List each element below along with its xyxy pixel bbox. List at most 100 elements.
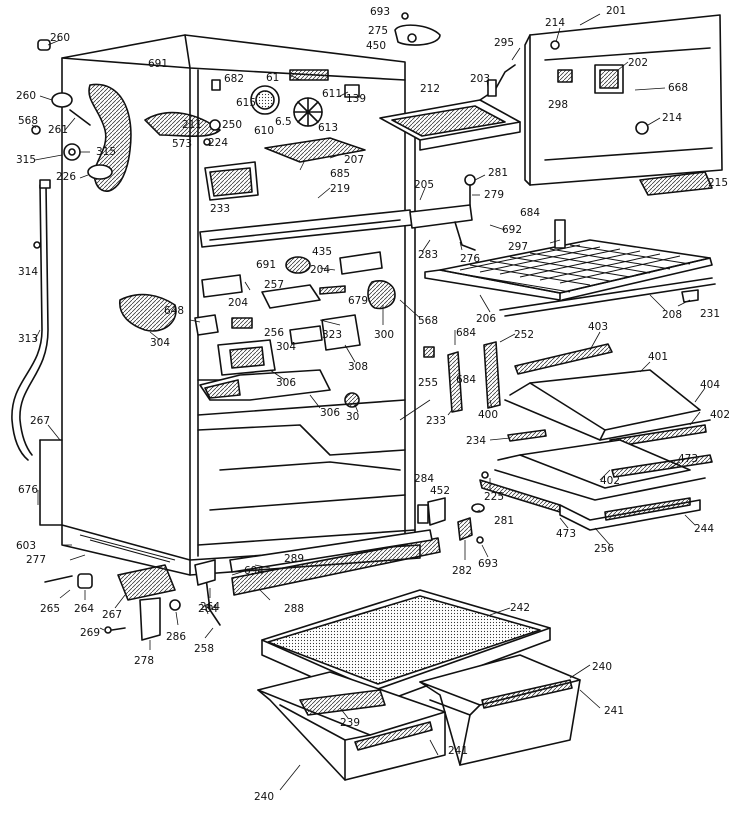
tube-assembly-left: [11, 83, 221, 461]
part-label: 211: [182, 119, 202, 131]
part-label: 676: [18, 484, 38, 496]
part-label: 685: [330, 168, 350, 180]
part-label: 201: [606, 5, 626, 17]
part-label: 139: [346, 93, 366, 105]
part-label: 260: [16, 90, 36, 102]
part-label: 568: [418, 315, 438, 327]
part-label: 284: [414, 473, 434, 485]
shelf-bracket: [409, 174, 566, 251]
part-label: 255: [418, 377, 438, 389]
part-label: 265: [40, 603, 60, 615]
small-parts-left: [31, 39, 113, 249]
part-label: 282: [452, 565, 472, 577]
part-label: 682: [224, 73, 244, 85]
glass-shelves: [479, 343, 713, 531]
part-label: 450: [366, 40, 386, 52]
part-label: 233: [426, 415, 446, 427]
cabinet: [39, 34, 421, 576]
thermostat-housing: [379, 64, 521, 151]
part-label: 568: [18, 115, 38, 127]
part-label: 323: [322, 329, 342, 341]
part-label: 242: [510, 602, 530, 614]
part-label: 214: [545, 17, 565, 29]
part-label: 694: [244, 565, 264, 577]
part-label: 289: [284, 553, 304, 565]
part-label: 473: [678, 453, 698, 465]
part-label: 473: [556, 528, 576, 540]
part-label: 300: [374, 329, 394, 341]
part-label: 693: [370, 6, 390, 18]
part-label: 244: [694, 523, 714, 535]
part-label: 264: [74, 603, 94, 615]
door-hinge-parts: [417, 471, 489, 544]
part-label: 668: [668, 82, 688, 94]
part-label: 264: [200, 601, 220, 613]
part-label: 283: [418, 249, 438, 261]
part-label: 256: [594, 543, 614, 555]
part-label: 286: [166, 631, 186, 643]
part-label: 308: [348, 361, 368, 373]
top-small-parts: [394, 12, 441, 46]
leader-lines: [31, 13, 706, 791]
part-label: 226: [56, 171, 76, 183]
part-label: 402: [710, 409, 730, 421]
part-label: 615: [236, 97, 256, 109]
inner-brackets: [194, 209, 413, 408]
part-label: 240: [592, 661, 612, 673]
part-label: 400: [478, 409, 498, 421]
part-label: 61: [266, 72, 279, 84]
wire-shelf: [424, 239, 716, 317]
part-label: 315: [96, 146, 116, 158]
part-label: 315: [16, 154, 36, 166]
part-label: 288: [284, 603, 304, 615]
part-label: 241: [448, 745, 468, 757]
part-label: 611: [322, 88, 342, 100]
part-label: 281: [488, 167, 508, 179]
part-label: 298: [548, 99, 568, 111]
part-label: 304: [150, 337, 170, 349]
part-label: 250: [222, 119, 242, 131]
part-label: 252: [514, 329, 534, 341]
part-label: 613: [318, 122, 338, 134]
crisper-drawer-right: [419, 654, 581, 766]
crisper-drawer-left: [257, 671, 446, 781]
part-label: 402: [600, 475, 620, 487]
part-label: 256: [264, 327, 284, 339]
part-label: 215: [708, 177, 728, 189]
part-label: 261: [48, 124, 68, 136]
part-label: 276: [460, 253, 480, 265]
part-number-labels: 260 260 261 568 315 315 226 314 313 267 …: [16, 5, 730, 803]
part-label: 241: [604, 705, 624, 717]
fan-and-evaporator: [203, 69, 366, 201]
part-label: 281: [494, 515, 514, 527]
leveling-mechanism: [44, 559, 221, 641]
part-label: 435: [312, 246, 332, 258]
part-label: 691: [256, 259, 276, 271]
part-label: 691: [148, 58, 168, 70]
part-label: 610: [254, 125, 274, 137]
part-label: 225: [484, 491, 504, 503]
part-label: 219: [330, 183, 350, 195]
part-label: 306: [320, 407, 340, 419]
part-label: 404: [700, 379, 720, 391]
part-label: 306: [276, 377, 296, 389]
part-label: 207: [344, 154, 364, 166]
part-label: 267: [102, 609, 122, 621]
part-label: 304: [276, 341, 296, 353]
part-label: 297: [508, 241, 528, 253]
part-label: 277: [26, 554, 46, 566]
part-label: 202: [628, 57, 648, 69]
part-label: 314: [18, 266, 38, 278]
part-label: 295: [494, 37, 514, 49]
part-label: 692: [502, 224, 522, 236]
part-label: 204: [310, 264, 330, 276]
part-label: 267: [30, 415, 50, 427]
part-label: 214: [662, 112, 682, 124]
part-label: 204: [228, 297, 248, 309]
part-label: 233: [210, 203, 230, 215]
control-panel: [524, 14, 723, 196]
part-label: 684: [456, 327, 476, 339]
part-label: 401: [648, 351, 668, 363]
part-label: 279: [484, 189, 504, 201]
